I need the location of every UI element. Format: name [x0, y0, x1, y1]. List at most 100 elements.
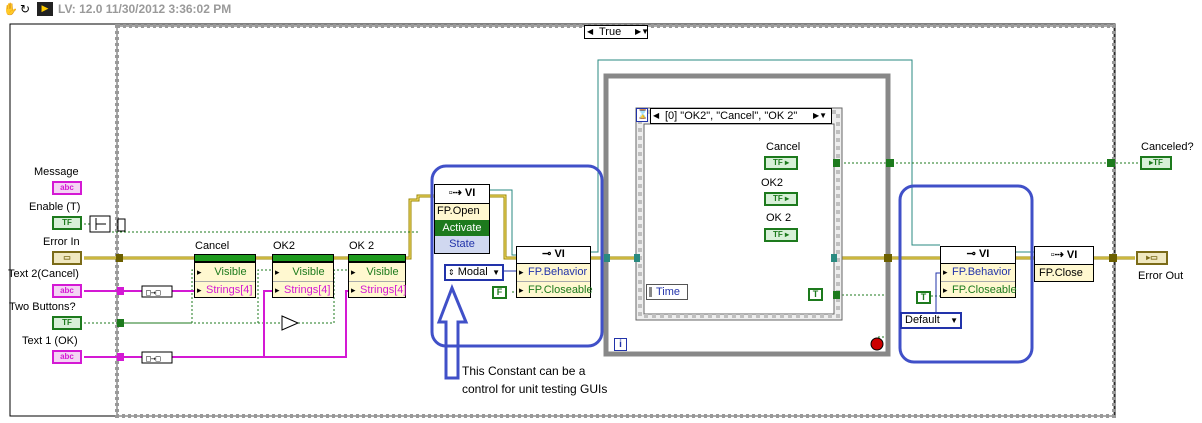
string-wire	[84, 290, 348, 358]
tf-type-label: TF	[772, 158, 783, 167]
version-title: LV: 12.0 11/30/2012 3:36:02 PM	[58, 2, 232, 16]
cancel-terminal-label: Cancel	[766, 141, 801, 153]
control-ref-bar	[194, 254, 256, 262]
property-node-header: ⊸ VI	[517, 247, 590, 264]
cancel-button-terminal[interactable]: TF ▸	[764, 156, 798, 170]
fp-behavior-property-node[interactable]: ⊸ VI FP.Behavior FP.Closeable	[516, 246, 593, 298]
fp-behavior-property: FP.Behavior	[941, 264, 1015, 280]
key-icon: ⊸	[966, 248, 979, 260]
method-name: FP.Open	[437, 205, 480, 217]
event-selector[interactable]: ◀ [0] "OK2", "Cancel", "OK 2" ▶▼	[650, 108, 832, 124]
arrow-icon: ▸	[782, 194, 790, 203]
arrow-icon: ▸	[1149, 158, 1154, 167]
decrement-arrow-icon[interactable]: ◀	[653, 111, 660, 120]
control-ref-bar	[348, 254, 406, 262]
default-constant-label: Default	[905, 314, 940, 326]
text2-terminal[interactable]: abc	[52, 284, 82, 298]
svg-text:□→□: □→□	[146, 354, 161, 363]
tf-type-label: TF	[1153, 158, 1163, 167]
visible-property: Visible	[349, 264, 405, 280]
time-label: Time	[656, 286, 681, 298]
property-node-title: OK 2	[349, 240, 375, 252]
tf-type-label: TF	[772, 230, 783, 239]
vi-label: VI	[554, 248, 565, 260]
error-tunnel	[116, 254, 123, 262]
not-gate	[281, 315, 300, 331]
annotation-line-1: This Constant can be a	[462, 364, 586, 378]
ok-2-button-terminal[interactable]: TF ▸	[764, 228, 798, 242]
error-in-terminal[interactable]: ▭	[52, 251, 82, 265]
case-selector[interactable]: ◀ True ▶▼	[584, 25, 650, 39]
case-selector-label: True	[599, 26, 622, 38]
modal-constant-label: Modal	[457, 266, 488, 278]
fp-close-invoke-node[interactable]: ▫⇢ VI FP.Close	[1034, 246, 1094, 282]
ok2-property-node[interactable]: OK2 Visible Strings[4]	[272, 240, 334, 298]
ok-2-property-node[interactable]: OK 2 Visible Strings[4]	[348, 240, 406, 298]
vi-reference-icon: ▫⇢	[1050, 249, 1067, 261]
fp-closeable-property: FP.Closeable	[517, 281, 593, 298]
canceled-label: Canceled?	[1141, 141, 1194, 153]
enable-terminal[interactable]: TF	[52, 216, 82, 230]
error-in-label: Error In	[43, 236, 80, 248]
ok2-button-terminal[interactable]: TF ▸	[764, 192, 798, 206]
tf-type-label: TF	[772, 194, 783, 203]
true-constant-2[interactable]: T	[916, 291, 931, 304]
two-buttons-terminal[interactable]: TF	[52, 316, 82, 330]
hand-icon[interactable]: ✋	[3, 2, 18, 16]
concat-node	[141, 285, 173, 298]
message-terminal[interactable]: abc	[52, 181, 82, 195]
annotation-arrow	[436, 283, 469, 380]
decrement-arrow-icon[interactable]: ◀	[587, 27, 594, 36]
ok2-terminal-label: OK2	[761, 177, 784, 189]
strings-property: Strings[4]	[349, 281, 406, 298]
strings-property: Strings[4]	[195, 281, 255, 298]
ok-2-terminal-label: OK 2	[766, 212, 792, 224]
timeout-icon: ⌛	[636, 108, 649, 122]
canceled-terminal[interactable]: ▸TF	[1140, 156, 1172, 170]
labview-icon: ▶	[37, 2, 53, 16]
key-icon: ⊸	[542, 248, 555, 260]
text1-terminal[interactable]: abc	[52, 350, 82, 364]
annotation-box-right	[898, 184, 1034, 364]
property-node-header: ⊸ VI	[941, 247, 1015, 264]
vi-label: VI	[464, 187, 476, 199]
vi-label: VI	[1066, 249, 1078, 261]
error-out-label: Error Out	[1138, 270, 1184, 282]
increment-arrow-icon[interactable]: ▶▼	[813, 111, 828, 120]
annotation-box-left	[430, 164, 604, 348]
text1-label: Text 1 (OK)	[22, 335, 78, 347]
stop-terminal	[870, 337, 884, 351]
arrow-icon: ▸	[782, 158, 790, 167]
fp-behavior-property-node-2[interactable]: ⊸ VI FP.Behavior FP.Closeable	[940, 246, 1017, 298]
two-buttons-label: Two Buttons?	[9, 301, 76, 313]
dropdown-arrow-icon[interactable]: ▼	[950, 316, 958, 325]
method-name: FP.Close	[1039, 267, 1083, 279]
annotation-line-2: control for unit testing GUIs	[462, 382, 608, 396]
dropdown-arrow-icon[interactable]: ▼	[492, 268, 500, 277]
time-event-data-node[interactable]: Time	[646, 284, 688, 300]
message-label: Message	[34, 166, 79, 178]
invoke-node-header: ▫⇢ VI	[1035, 247, 1093, 265]
enable-label: Enable (T)	[29, 201, 81, 213]
text2-label: Text 2(Cancel)	[8, 268, 79, 280]
default-enum-constant[interactable]: Default ▼	[900, 312, 962, 329]
activate-parameter: Activate	[435, 220, 489, 236]
cancel-property-node[interactable]: Cancel Visible Strings[4]	[194, 240, 256, 298]
visible-property: Visible	[273, 264, 333, 280]
arrow-icon: ▸	[782, 230, 790, 239]
true-constant[interactable]: T	[808, 288, 823, 301]
vi-label: VI	[978, 248, 990, 260]
refresh-icon[interactable]: ↻	[20, 2, 31, 16]
false-constant[interactable]: F	[492, 286, 507, 299]
vi-reference-icon: ▫⇢	[448, 187, 465, 199]
increment-arrow-icon[interactable]: ▶▼	[635, 27, 650, 36]
event-selector-label: [0] "OK2", "Cancel", "OK 2"	[665, 110, 798, 122]
iteration-terminal[interactable]: i	[614, 338, 627, 351]
fp-open-invoke-node[interactable]: ▫⇢ VI FP.Open Activate State	[434, 184, 490, 254]
state-parameter: State	[435, 236, 489, 253]
error-out-terminal[interactable]: ▸▭	[1136, 251, 1168, 265]
property-node-title: Cancel	[195, 240, 230, 252]
modal-enum-constant[interactable]: ⇕ Modal ▼	[444, 264, 504, 281]
while-loop-frame	[603, 73, 891, 357]
